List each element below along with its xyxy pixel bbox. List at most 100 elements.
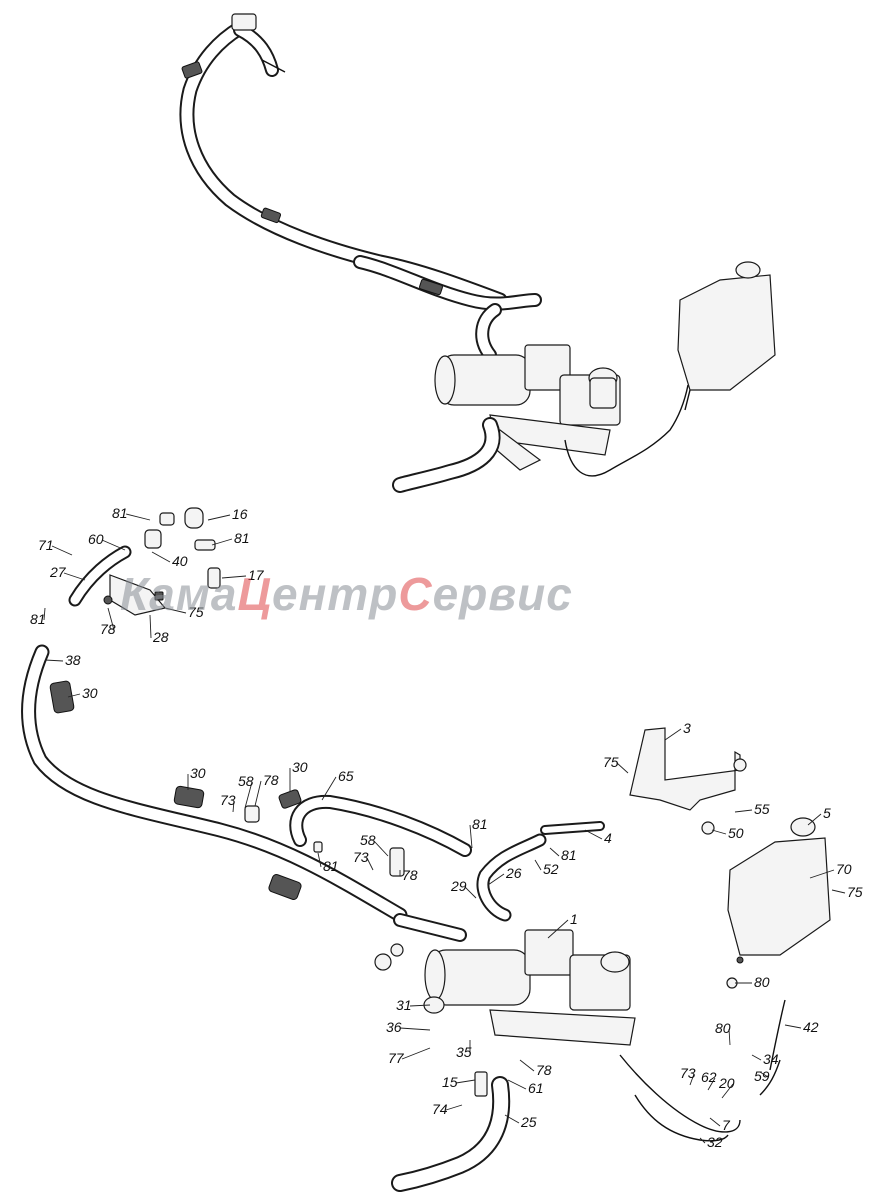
callout-number: 81 — [112, 505, 128, 521]
callout-leader — [504, 1114, 520, 1124]
callout-number: 28 — [152, 629, 169, 645]
callout-number: 65 — [338, 768, 354, 784]
callout-number: 30 — [292, 759, 308, 775]
heater-exploded-lower — [374, 821, 786, 1192]
bracket-3 — [629, 727, 747, 835]
callout-leader — [221, 575, 247, 579]
callout-leader — [366, 857, 374, 871]
callout-number: 78 — [536, 1062, 552, 1078]
callout-leader — [759, 1071, 769, 1078]
callout-leader — [616, 762, 629, 774]
callout-number: 32 — [707, 1134, 723, 1150]
callout-number: 81 — [323, 858, 339, 874]
callout-number: 81 — [561, 847, 577, 863]
callout-number: 73 — [680, 1065, 696, 1081]
callout-leader — [317, 852, 322, 868]
callout-number: 75 — [188, 604, 204, 620]
callout-leader — [547, 919, 569, 939]
callout-leader — [151, 551, 171, 563]
callout-number: 4 — [604, 830, 612, 846]
callout-number: 61 — [528, 1080, 544, 1096]
callout-number: 27 — [49, 564, 67, 580]
callout-leader — [464, 886, 477, 899]
callout-leader — [584, 829, 603, 840]
callout-number: 38 — [65, 652, 81, 668]
callout-leader — [149, 614, 152, 639]
callout-number: 71 — [38, 537, 54, 553]
callout-number: 59 — [754, 1068, 770, 1084]
callout-leader — [664, 728, 682, 741]
callout-number: 3 — [683, 720, 691, 736]
callout-leader — [699, 1137, 706, 1144]
callout-leader — [507, 1079, 527, 1090]
callout-number: 30 — [82, 685, 98, 701]
callout-number: 55 — [754, 801, 770, 817]
exploded-upper-cluster — [68, 507, 221, 616]
callout-number: 78 — [100, 621, 116, 637]
fuel-tank-5 — [726, 817, 831, 989]
callout-number: 81 — [234, 530, 250, 546]
callout-leader — [51, 545, 73, 556]
callout-leader — [707, 1077, 716, 1091]
callout-number: 36 — [386, 1019, 402, 1035]
watermark-part: С — [398, 568, 433, 620]
callout-number: 5 — [823, 805, 831, 821]
callout-number: 75 — [847, 884, 863, 900]
callout-leader — [125, 513, 151, 521]
callout-leader — [487, 873, 505, 886]
callout-leader — [244, 781, 253, 809]
callout-number: 50 — [728, 825, 744, 841]
callout-leader — [784, 1024, 802, 1029]
callout-leader — [101, 539, 126, 551]
callout-leader — [67, 693, 81, 698]
watermark-part: Кама — [120, 568, 238, 620]
callout-number: 70 — [836, 861, 852, 877]
callout-leader — [721, 1083, 734, 1099]
callout-number: 26 — [505, 865, 522, 881]
callout-number: 60 — [88, 531, 104, 547]
hose-65-group — [244, 794, 472, 877]
callout-leader — [211, 538, 233, 546]
callout-number: 58 — [360, 832, 376, 848]
callout-number: 81 — [30, 611, 46, 627]
callout-leader — [711, 829, 727, 835]
callout-leader — [751, 1054, 762, 1061]
callout-leader — [44, 659, 64, 662]
watermark: КамаЦентрСервис — [120, 567, 573, 621]
callout-leader — [728, 1028, 731, 1046]
callout-number: 58 — [238, 773, 254, 789]
callout-number: 31 — [396, 997, 412, 1013]
callout-leader — [373, 840, 389, 857]
callout-leader — [321, 776, 337, 801]
callout-number: 29 — [450, 878, 467, 894]
callout-number: 20 — [718, 1075, 735, 1091]
callout-leader — [409, 1004, 431, 1007]
callout-number: 77 — [388, 1050, 405, 1066]
callout-leader — [43, 607, 46, 621]
callout-number: 16 — [232, 506, 248, 522]
callout-number: 17 — [248, 567, 265, 583]
callout-leader — [519, 1059, 535, 1072]
callout-number: 35 — [456, 1044, 472, 1060]
callout-number: 62 — [701, 1069, 717, 1085]
callout-leader — [689, 1073, 695, 1086]
callout-leader — [254, 780, 262, 807]
callout-number: 78 — [402, 867, 418, 883]
callout-number: 7 — [722, 1117, 731, 1133]
callout-number: 75 — [603, 754, 619, 770]
callout-leader — [709, 1117, 721, 1127]
callout-leader — [534, 859, 542, 871]
callout-number: 81 — [472, 816, 488, 832]
callout-leader — [232, 800, 235, 813]
callout-number: 42 — [803, 1019, 819, 1035]
callout-number: 25 — [520, 1114, 537, 1130]
callout-leader — [734, 809, 753, 813]
callout-number: 80 — [754, 974, 770, 990]
hose-38-group — [21, 644, 408, 923]
callout-number: 52 — [543, 861, 559, 877]
watermark-part: ентр — [272, 568, 399, 620]
callout-number: 74 — [432, 1101, 448, 1117]
callout-number: 78 — [263, 772, 279, 788]
